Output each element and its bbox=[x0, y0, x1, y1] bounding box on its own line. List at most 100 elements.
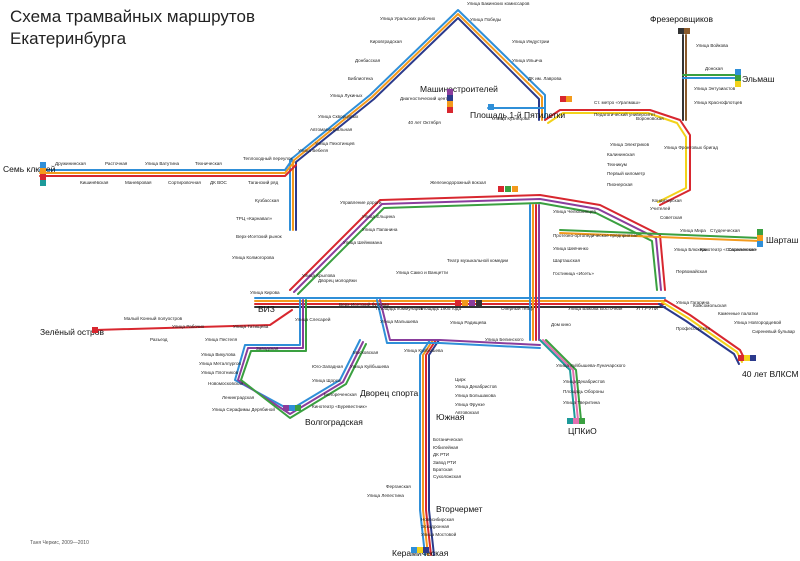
route-line-sem-klyuchey-2 bbox=[39, 161, 295, 174]
station-label: Улица Металлургов bbox=[199, 361, 241, 366]
station-label: Новомосковская bbox=[208, 381, 244, 386]
route-badge bbox=[447, 107, 453, 113]
terminal-tspkio: ЦПКиО bbox=[568, 426, 597, 436]
station-label: Улица Мира bbox=[680, 228, 706, 233]
station-label: Улица Радищева bbox=[450, 320, 487, 325]
route-badge bbox=[757, 235, 763, 241]
station-label: УГТУ-УПИ bbox=[636, 306, 658, 311]
route-badge bbox=[40, 168, 46, 174]
station-label: Улица Викулова bbox=[201, 352, 236, 357]
station-label: Московская bbox=[353, 350, 379, 355]
route-badge bbox=[447, 89, 453, 95]
route-line-sw-3 bbox=[240, 299, 367, 419]
terminal-labels: Фрезеровщиков Эльмаш Машиностроителей Пл… bbox=[3, 14, 799, 558]
route-line-south-4 bbox=[428, 339, 440, 556]
station-label: Улица Кирова bbox=[250, 290, 280, 295]
station-label: Улица Фрунзе bbox=[455, 402, 485, 407]
station-label: Техническая bbox=[195, 161, 222, 166]
route-line-uralmash bbox=[544, 109, 691, 206]
terminal-ploshchad-1-pyatiletki: Площадь 1-й Пятилетки bbox=[470, 110, 565, 120]
station-label: Донбасская bbox=[355, 58, 381, 63]
station-label: Каменные палатки bbox=[718, 311, 758, 316]
station-label: Улица Тверитина bbox=[563, 400, 600, 405]
route-line-tspkio-2 bbox=[542, 339, 579, 421]
station-label: Улица Декабристов bbox=[563, 379, 605, 384]
station-label: Улица Скворцовых bbox=[318, 114, 359, 119]
station-label: Улица Бажова bbox=[568, 306, 599, 311]
station-label: Улица Крылова bbox=[302, 273, 336, 278]
station-label: Автовокзал bbox=[455, 410, 480, 415]
route-badge bbox=[566, 96, 572, 102]
station-label: Ст. метро «Уралмаш» bbox=[594, 100, 641, 105]
route-badge bbox=[283, 405, 289, 411]
station-label: Улица Ватутина bbox=[145, 161, 179, 166]
route-badge bbox=[455, 300, 461, 306]
station-label: Улица Пестеля bbox=[205, 337, 238, 342]
route-badge bbox=[757, 241, 763, 247]
terminal-vlksm40: 40 лет ВЛКСМ bbox=[742, 369, 799, 379]
route-badge bbox=[505, 186, 511, 192]
station-label: Улица Шейнкмана bbox=[343, 239, 382, 245]
station-label: Разъезд bbox=[150, 337, 168, 342]
station-label: Улица Индустрии bbox=[512, 39, 550, 44]
station-label: Улица Большакова bbox=[455, 393, 496, 398]
route-badge bbox=[40, 162, 46, 168]
station-label: Дом кино bbox=[551, 322, 571, 327]
station-label: Улица Плотников bbox=[201, 370, 239, 375]
station-label: Эскадронная bbox=[421, 524, 450, 529]
route-badge bbox=[678, 28, 684, 34]
station-label: Улица Мостовой bbox=[421, 531, 457, 537]
station-label: Улица Белинского bbox=[485, 337, 524, 342]
station-label: Восточная bbox=[600, 306, 623, 311]
route-badge bbox=[411, 547, 417, 553]
station-label: Новосибирская bbox=[421, 517, 454, 522]
station-label: Улица Слесарей bbox=[295, 316, 331, 322]
station-label: Улица Куйбышева bbox=[404, 347, 443, 353]
route-line-north-loop-2 bbox=[292, 13, 543, 231]
station-label: Сортировочная bbox=[168, 180, 201, 185]
station-label: Улица Лукиных bbox=[330, 93, 363, 98]
station-label: Автомагистральная bbox=[310, 127, 353, 132]
station-label: Вороновская bbox=[636, 116, 664, 121]
station-label: Улица Блюхера bbox=[674, 247, 708, 252]
station-label: Дружининская bbox=[55, 161, 86, 166]
station-label: Пионерская bbox=[607, 182, 633, 187]
station-labels: Улица Бакинских комиссаров Улица Уральск… bbox=[55, 1, 795, 537]
route-badge bbox=[488, 104, 494, 110]
station-label: Дворец молодёжи bbox=[318, 278, 357, 283]
route-line-sem-klyuchey-3 bbox=[39, 164, 297, 177]
route-line-sem-klyuchey bbox=[39, 159, 293, 171]
route-badge bbox=[744, 355, 750, 361]
station-label: Улица Лепестина bbox=[367, 493, 404, 498]
station-label: Юбилейная bbox=[433, 444, 459, 450]
route-line-vlksm-3 bbox=[658, 303, 740, 365]
station-label: Кондитерская bbox=[652, 198, 682, 203]
station-label: Улица Фронтовых бригад bbox=[664, 145, 718, 150]
station-label: Улица Ильича bbox=[512, 58, 543, 63]
map-title-line1: Схема трамвайных маршрутов bbox=[10, 7, 255, 26]
route-line-central-north-2 bbox=[293, 198, 662, 293]
station-label: Юго-Западная bbox=[312, 364, 343, 369]
station-label: ДК ВОС bbox=[210, 180, 228, 185]
route-line-south-2 bbox=[422, 339, 434, 556]
station-label: Донская bbox=[705, 66, 723, 71]
station-label: Сухоложская bbox=[433, 474, 462, 479]
station-label: Сиреневый бульвар bbox=[752, 328, 795, 334]
station-label: Улица Войкова bbox=[696, 42, 729, 48]
station-label: Малый Конный полуостров bbox=[124, 315, 183, 321]
station-label: Улица Малышева bbox=[380, 319, 418, 324]
station-label: Улица Бебеля bbox=[298, 148, 328, 153]
station-label: Улица Колмогорова bbox=[232, 255, 274, 260]
route-line-tspkio bbox=[539, 339, 576, 421]
station-label: Верх-Исетский рынок bbox=[236, 233, 283, 239]
route-line-south-3 bbox=[425, 339, 437, 556]
route-badge bbox=[567, 418, 573, 424]
route-badge bbox=[92, 327, 98, 333]
station-label: Улица Ельцина bbox=[362, 214, 395, 219]
station-label: Улица Кузнецова bbox=[493, 116, 530, 121]
route-line-central-north-3 bbox=[297, 202, 658, 295]
route-badge bbox=[512, 186, 518, 192]
route-badge bbox=[738, 355, 744, 361]
route-line-central-north bbox=[289, 194, 666, 291]
